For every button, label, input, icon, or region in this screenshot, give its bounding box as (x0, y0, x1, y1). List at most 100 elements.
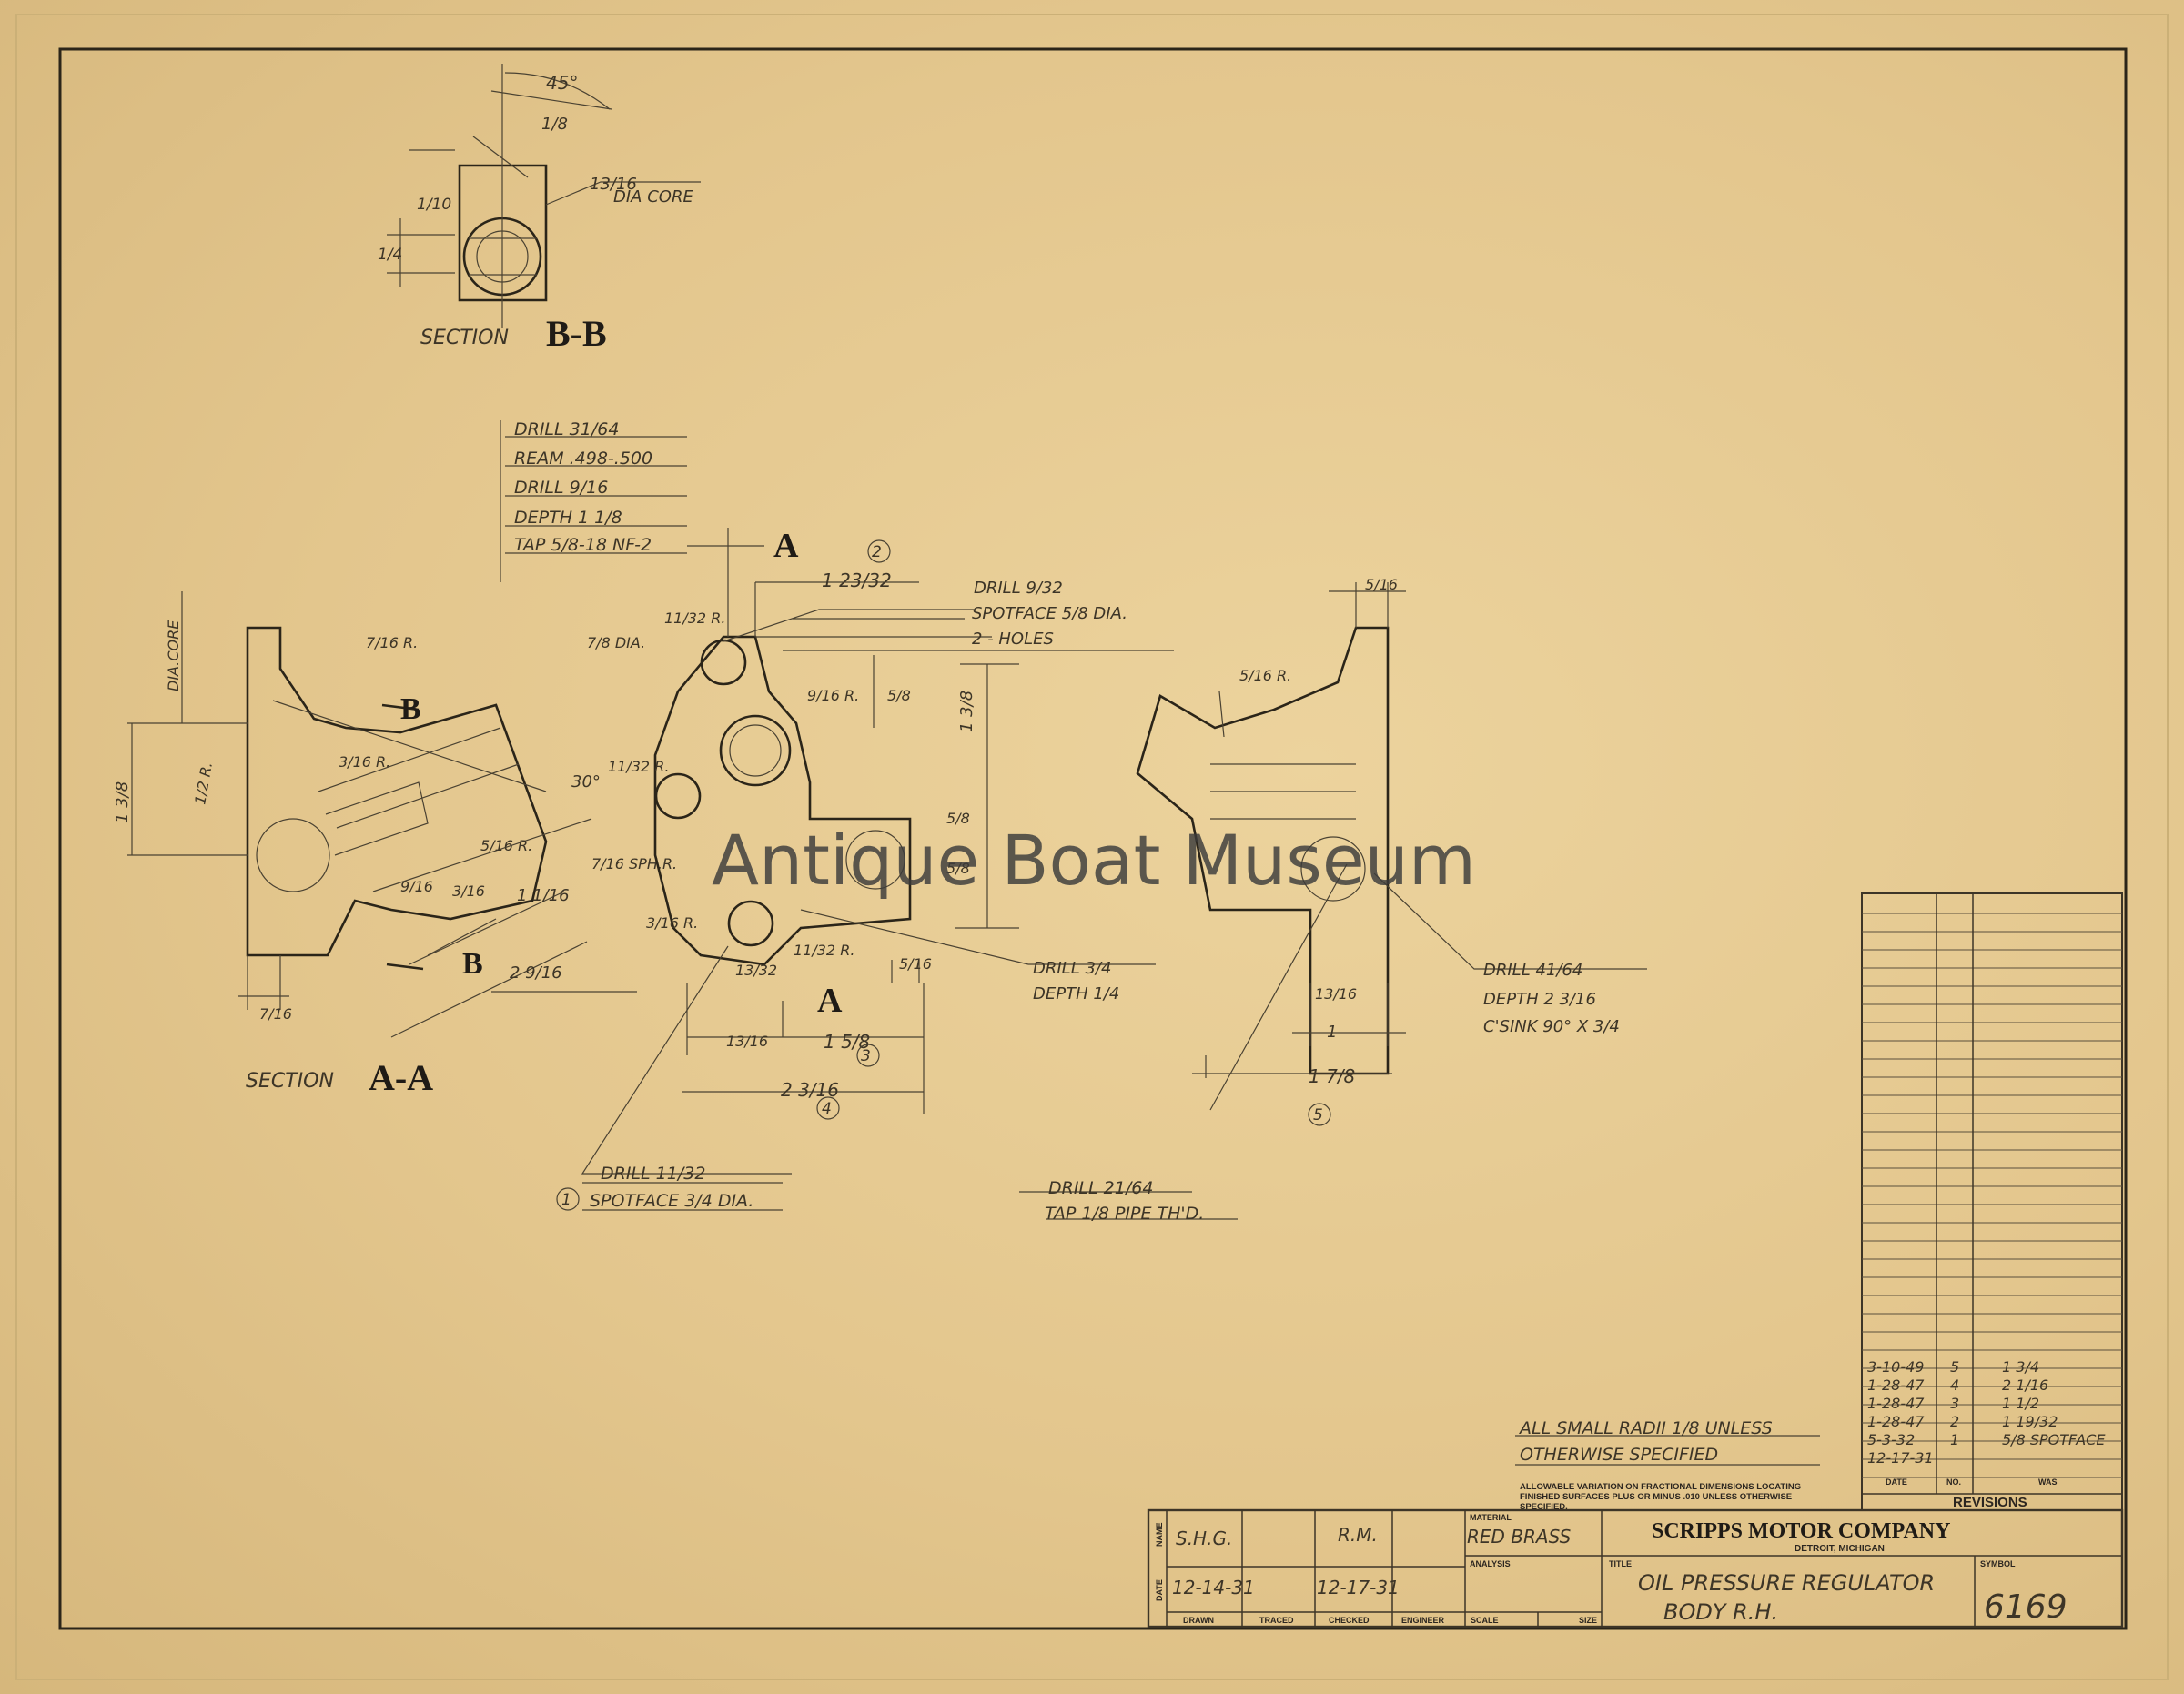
general-notes: ALL SMALL RADII 1/8 UNLESS OTHERWISE SPE… (1515, 1418, 1820, 1512)
dim-13-16-side: 13/16 (1315, 985, 1357, 1003)
title-block: NAME DATE S.H.G. R.M. 12-14-31 12-17-31 … (1147, 1508, 2124, 1628)
tb-symbol-value: 6169 (1984, 1588, 2068, 1626)
dia-7-8-label: 7/8 DIA. (587, 634, 645, 651)
note-spotface-5-8: SPOTFACE 5/8 DIA. (972, 604, 1127, 623)
section-b-b-view: 45° 1/8 13/16 DIA CORE 1/10 1/4 SECTION … (378, 64, 701, 354)
note-spotface-3-4: SPOTFACE 3/4 DIA. (590, 1191, 753, 1211)
rev-row-was: 1 1/2 (2002, 1395, 2039, 1412)
callout-5: 5 (1313, 1106, 1323, 1124)
tb-symbol-label: SYMBOL (1980, 1559, 2016, 1568)
tb-col-engineer: ENGINEER (1401, 1616, 1445, 1625)
rev-row-was: 2 1/16 (2002, 1376, 2048, 1394)
radius-11-32-label: 11/32 R. (664, 610, 725, 627)
dim-5-8-third: 5/8 (946, 860, 970, 877)
rev-col-was: WAS (2038, 1477, 2058, 1487)
callout-1: 1 (561, 1191, 571, 1209)
tb-col-traced: TRACED (1259, 1616, 1294, 1625)
note-drill-21-64: DRILL 21/64 (1048, 1178, 1153, 1198)
company-name: SCRIPPS MOTOR COMPANY (1652, 1519, 1950, 1543)
tolerance-line-2: FINISHED SURFACES PLUS OR MINUS .010 UNL… (1520, 1492, 1792, 1502)
dim-13-16-label: 13/16 (590, 175, 637, 194)
note-tap-1-8-pipe: TAP 1/8 PIPE TH'D. (1045, 1204, 1204, 1224)
tb-drawn-name: S.H.G. (1176, 1528, 1232, 1549)
radius-9-16-label: 9/16 R. (807, 687, 859, 704)
tolerance-line-1: ALLOWABLE VARIATION ON FRACTIONAL DIMENS… (1520, 1482, 1801, 1492)
radius-3-16-front: 3/16 R. (646, 914, 698, 932)
dim-1-1-16-label: 1 1/16 (517, 886, 570, 905)
radius-1-2-label: 1/2 R. (191, 761, 216, 806)
dim-5-16-front: 5/16 (899, 955, 932, 973)
dia-core-label: DIA CORE (613, 187, 693, 207)
rev-row-date: 12-17-31 (1867, 1449, 1934, 1467)
company-city: DETROIT, MICHIGAN (1795, 1544, 1885, 1554)
rev-row-no: 5 (1950, 1358, 1959, 1376)
radius-7-16-label: 7/16 R. (366, 634, 418, 651)
angle-45-label: 45° (546, 72, 578, 94)
drawing-border (58, 47, 2128, 1630)
rev-row-date: 1-28-47 (1867, 1376, 1925, 1394)
tb-name-label: NAME (1155, 1523, 1164, 1548)
angle-30-label: 30° (571, 772, 601, 792)
front-view: A 2 1 23/32 11/32 R. DRILL 9/32 SPOTFACE… (581, 527, 1174, 1175)
note-otherwise: OTHERWISE SPECIFIED (1520, 1445, 1718, 1465)
dim-1-7-8-label: 1 7/8 (1309, 1065, 1355, 1087)
dim-9-16-label: 9/16 (400, 878, 433, 895)
dim-1-5-8-label: 1 5/8 (824, 1031, 870, 1053)
dim-13-32-label: 13/32 (735, 962, 777, 979)
dim-5-16-side: 5/16 (1365, 576, 1398, 593)
rev-row-date: 5-3-32 (1867, 1431, 1915, 1448)
tb-date-label: DATE (1155, 1579, 1164, 1601)
tb-analysis-label: ANALYSIS (1470, 1559, 1511, 1568)
note-depth-1-4: DEPTH 1/4 (1033, 984, 1119, 1003)
drill-11-32-note: 1 DRILL 11/32 SPOTFACE 3/4 DIA. (556, 1164, 783, 1211)
rev-row-date: 1-28-47 (1867, 1395, 1925, 1412)
dim-1-23-32-label: 1 23/32 (822, 570, 892, 591)
rev-row-no: 3 (1950, 1395, 1959, 1412)
dim-1-side: 1 (1327, 1023, 1337, 1042)
note-drill-3-4: DRILL 3/4 (1033, 959, 1111, 978)
dim-1-3-8-label: 1 3/8 (113, 781, 132, 823)
rev-row-was: 1 19/32 (2002, 1413, 2058, 1430)
radius-11-32-lower: 11/32 R. (608, 758, 669, 775)
note-drill-31-64: DRILL 31/64 (514, 419, 619, 439)
note-csink: C'SINK 90° X 3/4 (1483, 1017, 1620, 1036)
note-tap: TAP 5/8-18 NF-2 (514, 535, 652, 555)
dim-1-4-label: 1/4 (378, 246, 402, 264)
dim-5-8-label: 5/8 (887, 687, 911, 704)
rev-row-no: 4 (1950, 1376, 1959, 1394)
radius-5-16-label: 5/16 R. (480, 837, 532, 854)
drill-21-64-note: DRILL 21/64 TAP 1/8 PIPE TH'D. (1019, 1178, 1238, 1224)
dim-1-3-8-front: 1 3/8 (957, 691, 976, 732)
tb-col-size: SIZE (1579, 1616, 1597, 1625)
radius-5-16-side: 5/16 R. (1239, 667, 1291, 684)
sph-r-label: 7/16 SPH.R. (592, 855, 677, 872)
section-b-b-letters: B-B (546, 313, 607, 354)
tb-drawn-date: 12-14-31 (1172, 1577, 1255, 1598)
note-drill-41-64: DRILL 41/64 (1483, 961, 1582, 980)
revisions-title: REVISIONS (1953, 1495, 2027, 1510)
cut-arrow-a-lower: A (817, 982, 843, 1020)
section-a-a-view: DIA.CORE 1 3/8 1/2 R. 7/16 R. 3/16 R. B … (113, 591, 677, 1098)
note-drill-9-16: DRILL 9/16 (514, 478, 608, 498)
cut-arrow-a-upper: A (774, 527, 799, 565)
dim-7-16-label: 7/16 (259, 1005, 292, 1023)
section-a-a-word: SECTION (246, 1070, 334, 1093)
rev-row-was: 5/8 SPOTFACE (2002, 1431, 2106, 1448)
rev-row-no: 2 (1950, 1413, 1959, 1430)
rev-row-was: 1 3/4 (2002, 1358, 2039, 1376)
cut-arrow-b-upper: B (400, 692, 421, 726)
callout-3: 3 (861, 1047, 871, 1065)
radius-11-32-third: 11/32 R. (794, 942, 854, 959)
side-view: 5/16 5/16 R. DRILL 41/64 DEPTH 2 3/16 C'… (1136, 576, 1647, 1126)
tb-checked-name: R.M. (1338, 1524, 1378, 1546)
rev-row-date: 1-28-47 (1867, 1413, 1925, 1430)
note-small-radii: ALL SMALL RADII 1/8 UNLESS (1518, 1418, 1773, 1438)
note-depth: DEPTH 1 1/8 (514, 508, 622, 528)
callout-4: 4 (822, 1100, 832, 1118)
drill-note-block: DRILL 31/64 REAM .498-.500 DRILL 9/16 DE… (500, 419, 687, 582)
callout-2-upper: 2 (872, 543, 882, 561)
tb-col-scale: SCALE (1471, 1616, 1499, 1625)
dim-13-16-front: 13/16 (726, 1033, 768, 1050)
